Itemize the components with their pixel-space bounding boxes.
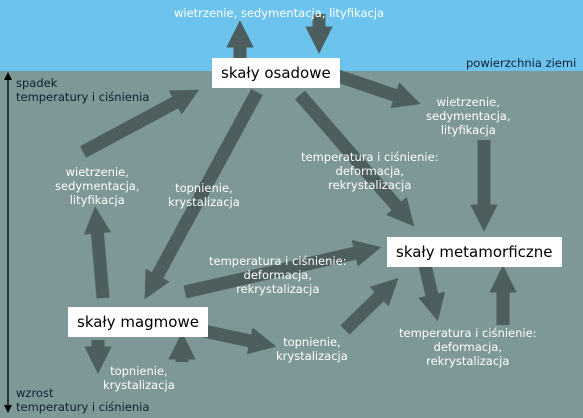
- process-line: wietrzenie,: [436, 95, 500, 109]
- process-line: deformacja,: [243, 268, 312, 282]
- process-line: lityfikacja: [69, 193, 125, 207]
- process-line: temperatura i ciśnienie:: [301, 150, 439, 164]
- arrow-melt-meta: [340, 277, 399, 335]
- process-line: rekrystalizacja: [426, 354, 510, 368]
- process-line: deformacja,: [335, 164, 404, 178]
- process-label-weathering-right: wietrzenie, sedymentacja, lityfikacja: [426, 95, 511, 137]
- axis-bottom-label-line-2: temperatury i ciśnienia: [16, 400, 150, 414]
- process-line: lityfikacja: [440, 123, 496, 137]
- process-line: topnienie,: [283, 335, 341, 349]
- process-line: sedymentacja,: [426, 109, 511, 123]
- arrow-sed-meta: [295, 90, 415, 227]
- depth-axis-top-arrowhead: [4, 72, 12, 80]
- process-line: topnienie,: [110, 364, 168, 378]
- arrow-left-sed: [79, 89, 200, 158]
- process-line: wietrzenie,: [65, 165, 129, 179]
- process-line: krystalizacja: [103, 378, 175, 392]
- process-label-melting-center: topnienie, krystalizacja: [168, 181, 240, 209]
- process-line: rekrystalizacja: [236, 282, 320, 296]
- process-label-melting-bottom-left: topnienie, krystalizacja: [103, 364, 175, 392]
- axis-top-label: spadek temperatury i ciśnienia: [16, 76, 149, 104]
- igneous-rocks-box: skały magmowe: [68, 307, 208, 337]
- metamorphic-rocks-box: skały metamorficzne: [387, 237, 562, 267]
- arrow-ign-meta: [183, 239, 382, 299]
- process-line: rekrystalizacja: [328, 178, 412, 192]
- process-line: temperatura i ciśnienie:: [209, 254, 347, 268]
- axis-top-label-line-2: temperatury i ciśnienia: [16, 90, 150, 104]
- surface-processes-label: wietrzenie, sedymentacja, lityfikacja: [174, 6, 385, 20]
- process-label-pressure-center: temperatura i ciśnienie: deformacja, rek…: [301, 150, 439, 192]
- surface-label: powierzchnia ziemi: [466, 56, 577, 70]
- process-line: temperatura i ciśnienie:: [399, 326, 537, 340]
- axis-top-label-line-1: spadek: [16, 76, 58, 90]
- arrow-meta-down: [418, 263, 446, 322]
- arrow-sed-right: [335, 69, 421, 109]
- process-line: krystalizacja: [276, 349, 348, 363]
- sedimentary-rocks-box: skały osadowe: [212, 58, 340, 88]
- depth-axis-bottom-arrowhead: [4, 405, 12, 413]
- axis-bottom-label-line-1: wzrost: [16, 386, 54, 400]
- process-label-weathering-left: wietrzenie, sedymentacja, lityfikacja: [55, 165, 140, 207]
- process-label-pressure-middle: temperatura i ciśnienie: deformacja, rek…: [209, 254, 347, 296]
- process-line: sedymentacja,: [55, 179, 140, 193]
- arrow-sed-ign: [144, 88, 263, 300]
- arrow-ign-up: [83, 206, 112, 299]
- axis-bottom-label: wzrost temperatury i ciśnienia: [16, 386, 149, 414]
- process-line: deformacja,: [433, 340, 502, 354]
- process-label-melting-bottom-center: topnienie, krystalizacja: [276, 335, 348, 363]
- process-label-pressure-bottom-right: temperatura i ciśnienie: deformacja, rek…: [399, 326, 537, 368]
- process-line: krystalizacja: [168, 195, 240, 209]
- process-line: topnienie,: [175, 181, 233, 195]
